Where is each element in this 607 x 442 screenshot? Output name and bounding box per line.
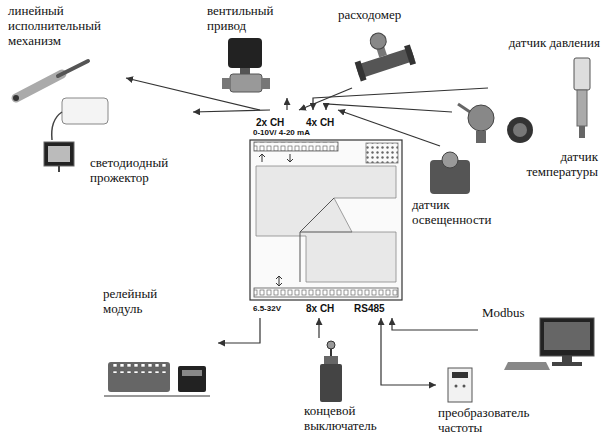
- signal-connector: [318, 318, 319, 338]
- signal-connector: [313, 88, 488, 110]
- controller-node: 2x CH0-10V/ 4-20 mA4x CH 6.5-32V 8x CH RS48…: [248, 110, 404, 318]
- flowmeter-icon: [348, 25, 416, 82]
- signal-connector: [326, 104, 452, 112]
- device-node: преобразователь частоты: [436, 364, 562, 440]
- device-node: расходомер: [330, 6, 420, 88]
- device-node: релейный модуль: [100, 286, 218, 404]
- signal-connector: [286, 98, 287, 110]
- device-label: релейный модуль: [103, 287, 157, 317]
- pressure-sensor-icon: [574, 58, 590, 138]
- linear-actuator-icon: [13, 61, 88, 101]
- signal-connector: [381, 318, 436, 385]
- device-node: концевой выключатель: [300, 338, 380, 438]
- device-label: концевой выключатель: [304, 404, 377, 434]
- signal-connector: [338, 110, 440, 146]
- device-label: Modbus: [482, 306, 525, 321]
- device-node: датчик температуры: [452, 98, 602, 186]
- signal-connector: [392, 318, 478, 330]
- port-label: 2x CH: [256, 117, 284, 128]
- device-node: светодиодный прожектор: [38, 94, 193, 194]
- signal-connector: [193, 110, 270, 112]
- port-label: 4x CH: [306, 117, 334, 128]
- port-label: 0-10V/ 4-20 mA: [253, 129, 310, 138]
- device-node: вентильный привод: [205, 4, 295, 98]
- device-node: Modbus: [478, 304, 602, 374]
- device-label: датчик давления: [509, 36, 600, 51]
- port-label: RS485: [354, 303, 385, 314]
- device-label: линейный исполнительный механизм: [8, 4, 101, 49]
- port-label: 6.5-32V: [253, 305, 281, 314]
- frequency-converter-icon: [448, 368, 472, 402]
- light-sensor-icon: [430, 152, 470, 194]
- device-label: датчик температуры: [526, 150, 598, 180]
- device-label: датчик освещенности: [412, 198, 491, 228]
- controller-housing: [250, 140, 402, 300]
- temperature-sensor-icon: [458, 104, 533, 143]
- device-node: датчик давления: [488, 36, 602, 142]
- valve-drive-icon: [222, 38, 270, 92]
- computer-icon: [504, 318, 594, 370]
- device-node: линейный исполнительный механизм: [6, 4, 126, 100]
- signal-connector: [126, 78, 260, 110]
- device-label: светодиодный прожектор: [90, 156, 168, 186]
- device-node: датчик освещенности: [410, 146, 516, 232]
- device-label: вентильный привод: [207, 4, 274, 34]
- port-label: 8x CH: [306, 303, 334, 314]
- limit-switch-icon: [320, 341, 342, 402]
- relay-module-icon: [104, 362, 210, 396]
- device-label: преобразователь частоты: [438, 406, 529, 436]
- device-label: расходомер: [338, 8, 401, 23]
- signal-connector: [218, 318, 260, 343]
